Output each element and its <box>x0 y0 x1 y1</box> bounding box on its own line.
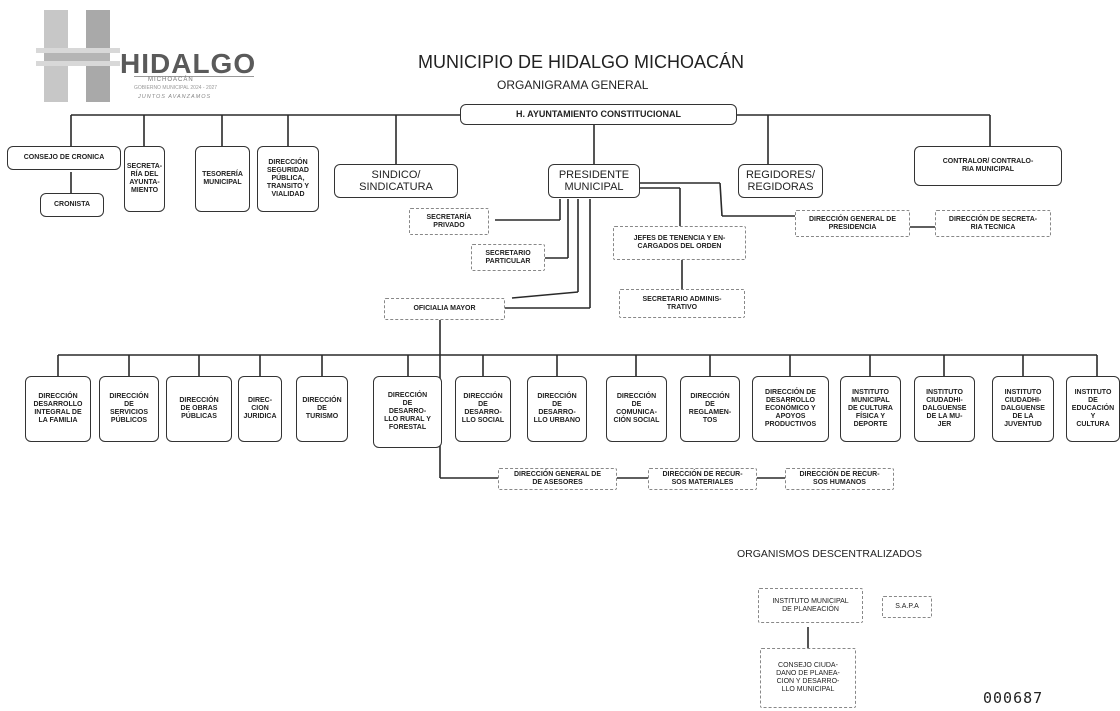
sindico-box: SINDICO/ SINDICATURA <box>334 164 458 198</box>
logo-slogan: JUNTOS AVANZAMOS <box>138 94 212 100</box>
logo-admin-period: GOBIERNO MUNICIPAL 2024 - 2027 <box>134 85 218 91</box>
secretario-administrativo-box: SECRETARIO ADMINIS- TRATIVO <box>619 289 745 318</box>
decentralized-title: ORGANISMOS DESCENTRALIZADOS <box>737 548 922 560</box>
dept-desarrollo-urbano: DIRECCIÓN DE DESARRO- LLO URBANO <box>527 376 587 442</box>
dept-cultura-fisica-deporte: INSTITUTO MUNICIPAL DE CULTURA FÍSICA Y … <box>840 376 901 442</box>
dept-instituto-mujer: INSTITUTO CIUDADHI- DALGUENSE DE LA MU- … <box>914 376 975 442</box>
page-title: MUNICIPIO DE HIDALGO MICHOACÁN <box>418 52 745 72</box>
tesoreria-box: TESORERÍA MUNICIPAL <box>195 146 250 212</box>
direccion-general-presidencia-box: DIRECCIÓN GENERAL DE PRESIDENCIA <box>795 210 910 237</box>
direccion-recursos-humanos-box: DIRECCIÓN DE RECUR- SOS HUMANOS <box>785 468 894 490</box>
contralor-box: CONTRALOR/ CONTRALO- RIA MUNICIPAL <box>914 146 1062 186</box>
secretario-particular-box: SECRETARIO PARTICULAR <box>471 244 545 271</box>
dept-desarrollo-integral-familia: DIRECCIÓN DESARROLLO INTEGRAL DE LA FAMI… <box>25 376 91 442</box>
folio-number: 000687 <box>983 689 1044 707</box>
consejo-planeacion-box: CONSEJO CIUDA- DANO DE PLANEA- CION Y DE… <box>760 648 856 708</box>
page-subtitle: ORGANIGRAMA GENERAL <box>497 78 649 92</box>
direccion-secretaria-tecnica-box: DIRECCIÓN DE SECRETA- RIA TECNICA <box>935 210 1051 237</box>
dept-juridica: DIREC- CION JURIDICA <box>238 376 282 442</box>
instituto-planeacion-box: INSTITUTO MUNICIPAL DE PLANEACIÓN <box>758 588 863 623</box>
secretaria-ayuntamiento-box: SECRETA- RÍA DEL AYUNTA- MIENTO <box>124 146 165 212</box>
consejo-cronica-box: CONSEJO DE CRONICA <box>7 146 121 170</box>
secretaria-privado-box: SECRETARÍA PRIVADO <box>409 208 489 235</box>
hidalgo-logo: HIDALGO MICHOACÁN GOBIERNO MUNICIPAL 202… <box>34 4 284 108</box>
logo-divider <box>134 76 254 77</box>
dept-servicios-publicos: DIRECCIÓN DE SERVICIOS PÚBLICOS <box>99 376 159 442</box>
cronista-box: CRONISTA <box>40 193 104 217</box>
oficialia-mayor-box: OFICIALIA MAYOR <box>384 298 505 320</box>
dept-reglamentos: DIRECCIÓN DE REGLAMEN- TOS <box>680 376 740 442</box>
direccion-recursos-materiales-box: DIRECCIÓN DE RECUR- SOS MATERIALES <box>648 468 757 490</box>
logo-state: MICHOACÁN <box>148 77 194 83</box>
jefes-tenencia-box: JEFES DE TENENCIA Y EN- CARGADOS DEL ORD… <box>613 226 746 260</box>
dept-comunicacion-social: DIRECCIÓN DE COMUNICA- CIÓN SOCIAL <box>606 376 667 442</box>
regidores-box: REGIDORES/ REGIDORAS <box>738 164 823 198</box>
seguridad-publica-box: DIRECCIÓN SEGURIDAD PÚBLICA, TRANSITO Y … <box>257 146 319 212</box>
dept-instituto-juventud: INSTITUTO CIUDADHI- DALGUENSE DE LA JUVE… <box>992 376 1054 442</box>
dept-turismo: DIRECCIÓN DE TURISMO <box>296 376 348 442</box>
dept-obras-publicas: DIRECCIÓN DE OBRAS PÚBLICAS <box>166 376 232 442</box>
sapa-box: S.A.P.A <box>882 596 932 618</box>
ayuntamiento-box: H. AYUNTAMIENTO CONSTITUCIONAL <box>460 104 737 125</box>
logo-wordmark: HIDALGO <box>120 48 257 79</box>
dept-desarrollo-rural-forestal: DIRECCIÓN DE DESARRO- LLO RURAL Y FOREST… <box>373 376 442 448</box>
dept-desarrollo-economico: DIRECCIÓN DE DESARROLLO ECONÓMICO Y APOY… <box>752 376 829 442</box>
dept-educacion-cultura: INSTITUTO DE EDUCACIÓN Y CULTURA <box>1066 376 1120 442</box>
presidente-box: PRESIDENTE MUNICIPAL <box>548 164 640 198</box>
dept-desarrollo-social: DIRECCIÓN DE DESARRO- LLO SOCIAL <box>455 376 511 442</box>
h-emblem-icon <box>36 10 120 102</box>
direccion-asesores-box: DIRECCIÓN GENERAL DE DE ASESORES <box>498 468 617 490</box>
